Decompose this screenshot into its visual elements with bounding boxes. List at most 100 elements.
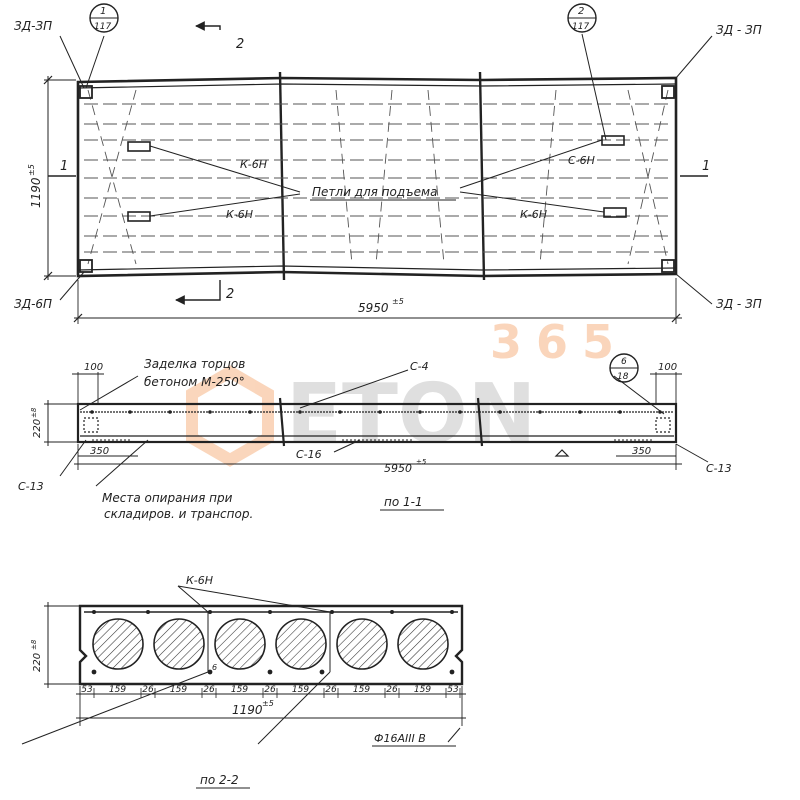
width-dim-11: 159 [414,685,431,695]
plan-embed-bottom-right [661,259,675,273]
plan-section-1-right-label: 1 [702,159,710,174]
s11-height-dim: 220 [32,419,43,438]
width-dim-9: 159 [353,685,370,695]
hollow-core-4 [275,618,327,670]
plan-top-edge-second-line [77,83,677,89]
s11-bearing-note-line2: складиров. и транспор. [104,507,253,521]
s22-rebar-label: Ф16АIII В [374,732,426,745]
s22-small-mark: 6 [212,663,217,672]
plan-section-2-top-arrow [195,21,221,31]
watermark-word: ETON [286,367,536,462]
plan-leaders [59,33,713,305]
plan-callout-1-top: 1 [100,6,106,17]
s22-caption: по 2-2 [200,773,239,787]
plan-label-top-left: ЗД-ЗП [14,19,52,33]
plan-loop-plate-1 [127,141,151,152]
plan-callout-2-top: 2 [578,6,584,17]
section-1-1-view [44,353,709,487]
width-dim-0: 53 [81,685,93,695]
plan-length-value: 5950 [358,301,389,315]
watermark: 365 ETON [186,315,628,467]
plan-view [43,3,713,324]
section-2-2-view [21,585,466,745]
plan-label-top-right: ЗД - ЗП [716,23,762,37]
watermark-hexagon-icon [186,365,274,467]
plan-frame-k6n-1: К-6Н [240,158,267,171]
width-dim-6: 26 [264,685,276,695]
s11-mesh-bottom: С-16 [296,448,322,461]
width-dim-4: 26 [203,685,215,695]
s22-width-dim-row: 53 159 26 159 26 159 26 159 26 159 26 159 53 [81,685,461,698]
section-2-2-hollow-cores [92,618,449,670]
s22-frame-label: К-6Н [186,574,213,587]
s11-left-end-dim: 100 [84,362,103,373]
plan-diagonal-dashes [87,89,669,265]
s11-support-right: 350 [632,446,651,457]
width-dim-10: 26 [386,685,398,695]
section-2-2-rebar-dots [91,610,455,675]
s11-length-tol: ±5 [416,458,427,466]
plan-section-2-top-label: 2 [236,37,244,52]
s11-right-end-dim: 100 [658,362,677,373]
hollow-core-6 [397,618,449,670]
s11-support-left: 350 [90,446,109,457]
plan-section-1-left-label: 1 [60,159,68,174]
section-1-1-slab-outline [76,402,678,444]
width-dim-1: 159 [109,685,126,695]
plan-labels: ЗД-ЗП ЗД - ЗП ЗД-6П ЗД - ЗП 1 117 2 117 … [14,6,762,315]
width-dim-2: 26 [142,685,154,695]
width-dim-5: 159 [231,685,248,695]
hollow-core-1 [92,618,144,670]
section-2-2-slab-outline [78,604,464,686]
s11-callout-top: 6 [621,357,627,367]
plan-callout-2-bottom: 117 [572,22,589,32]
plan-lifting-loops-label: Петли для подъема [312,185,437,199]
plan-embed-top-right [661,85,675,99]
s11-length-dim: 5950 [384,462,412,475]
hollow-core-5 [336,618,388,670]
watermark-number: 365 [490,315,628,369]
plan-loop-plate-4 [603,207,627,218]
section-1-1-labels: 100 100 220 ±8 Заделка торцов бетоном М-… [18,357,732,521]
section-1-1-support-mark [554,449,570,457]
section-1-1-top-bars [90,410,662,414]
s11-end-filling-line2: бетоном М-250° [144,375,245,389]
s11-caption: по 1-1 [384,495,423,509]
plan-slab-outline [76,76,678,278]
s11-height-tol: ±8 [30,407,38,418]
plan-embed-bottom-left [79,259,93,273]
plan-label-bottom-left: ЗД-6П [14,297,52,311]
plan-frame-k6n-3: К-6Н [520,208,547,221]
s22-height-dim: 220 [32,653,43,672]
s11-bearing-note-line1: Места опирания при [102,491,233,505]
s11-mesh-end-left: С-13 [18,480,44,493]
plan-embed-top-left [79,85,93,99]
width-dim-12: 53 [447,685,459,695]
section-2-2-labels: К-6Н 220 ±8 6 53 159 26 159 26 159 26 159 26 159 2… [30,574,461,789]
plan-bottom-edge-second-line [77,265,677,271]
s11-callout-bottom: 18 [617,372,629,382]
width-dim-7: 159 [292,685,309,695]
s11-mesh-end-right: С-13 [706,462,732,475]
hollow-core-2 [153,618,205,670]
plan-frame-k6n-2: К-6Н [226,208,253,221]
s22-width-tol: ±5 [262,699,274,708]
plan-section-2-bottom-label: 2 [226,287,234,302]
plan-length-tolerance: ±5 [392,297,404,306]
plan-hollow-core-lines [84,103,672,253]
width-dim-8: 26 [325,685,337,695]
plan-height-tolerance: ±5 [27,164,36,176]
s22-width-total: 1190 [232,703,263,717]
plan-loop-plate-2 [127,211,151,222]
hollow-core-3 [214,618,266,670]
plan-break-line-1 [278,71,286,281]
s22-height-tol: ±8 [30,639,38,650]
plan-break-line-2 [478,71,486,281]
plan-label-bottom-right: ЗД - ЗП [716,297,762,311]
width-dim-3: 159 [170,685,187,695]
s11-end-filling-line1: Заделка торцов [144,357,245,371]
s11-mesh-top: С-4 [410,360,429,373]
plan-height-value: 1190 [29,177,43,208]
plan-frame-c6n: С-6Н [568,154,595,167]
